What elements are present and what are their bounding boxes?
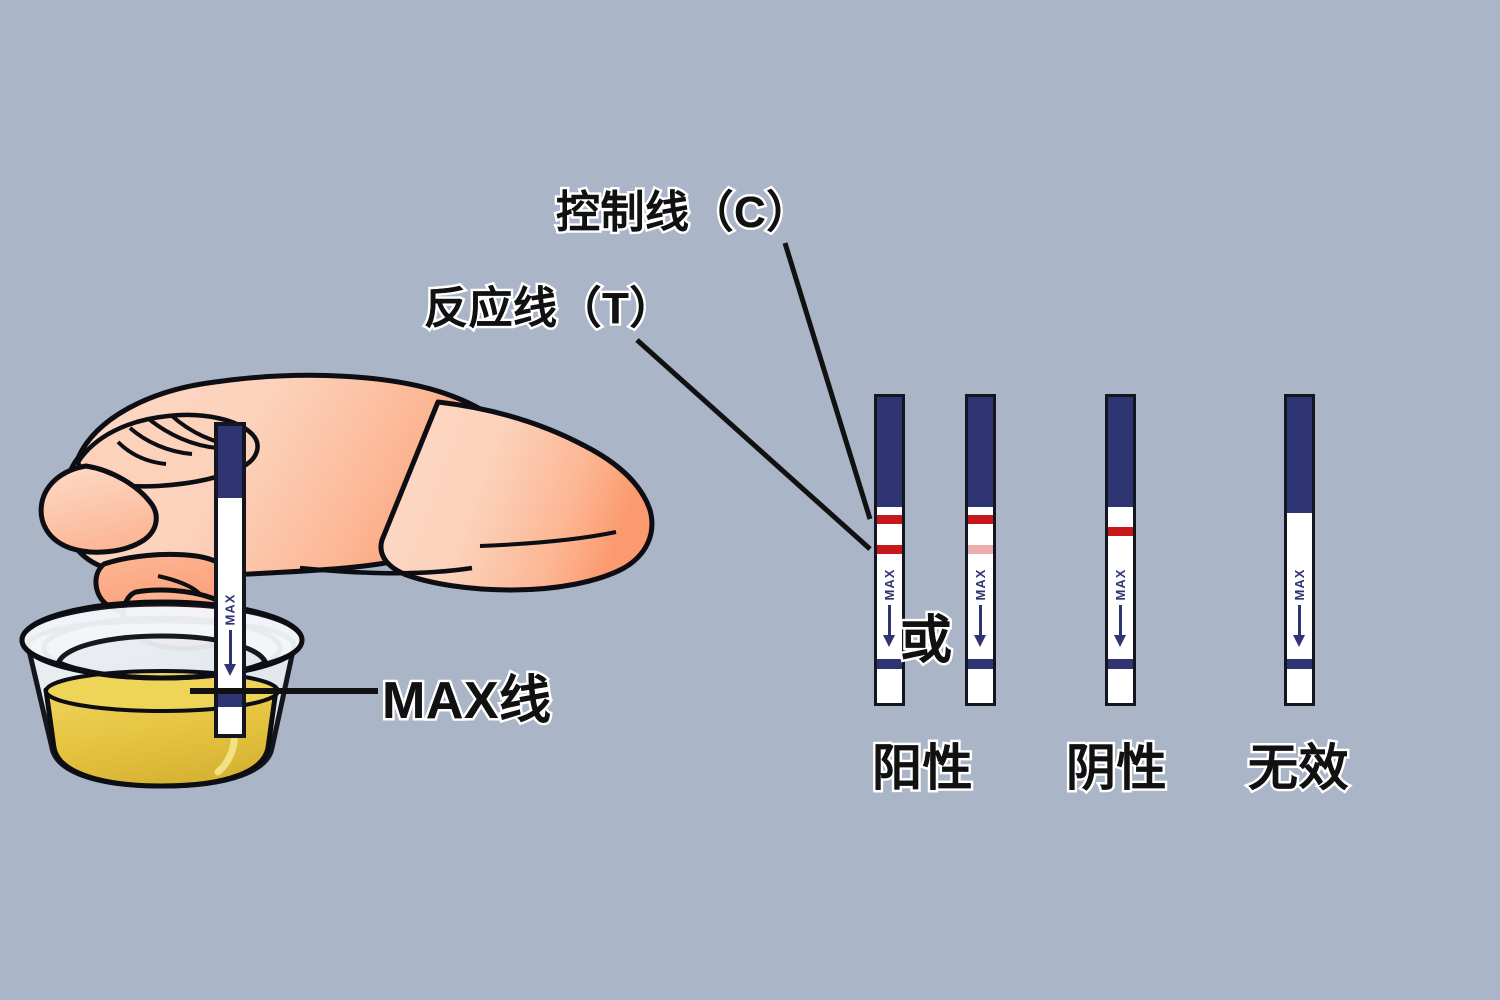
strip-max-label: MAX <box>1292 568 1307 601</box>
control-line-label-fill: 控制线（C） <box>556 188 811 237</box>
result-strip-invalid: MAX <box>1284 394 1315 706</box>
arrow-down-icon-head <box>1293 635 1305 647</box>
held-test-strip: MAX <box>214 422 246 738</box>
control-line-leader-icon <box>782 242 873 520</box>
arrow-down-icon-head <box>974 635 986 647</box>
result-label-invalid-fill: 无效 <box>1248 740 1349 796</box>
control-line-band-strong <box>877 515 902 524</box>
max-line-label-fill: MAX线 <box>382 672 552 730</box>
result-label-negative-fill: 阴性 <box>1066 740 1167 796</box>
max-line-label: MAX线 <box>380 670 554 733</box>
test-line-label: 反应线（T） <box>422 282 676 336</box>
strip-absorbent-cap <box>877 397 902 507</box>
control-line-band-strong <box>968 515 993 524</box>
strip-absorbent-cap <box>1108 397 1133 507</box>
result-strip-negative: MAX <box>1105 394 1136 706</box>
result-strip-positive-b: MAX <box>965 394 996 706</box>
arrow-down-icon-head <box>883 635 895 647</box>
arrow-down-icon <box>979 605 982 639</box>
arrow-down-icon-head <box>1114 635 1126 647</box>
dip-illustration: MAX <box>0 350 660 820</box>
arrow-down-icon <box>1298 605 1301 639</box>
test-line-band-faint <box>968 545 993 554</box>
test-line-band-strong <box>877 545 902 554</box>
result-label-negative: 阴性 <box>1064 738 1170 799</box>
strip-max-band <box>968 659 993 669</box>
strip-max-label: MAX <box>973 568 988 601</box>
arrow-down-icon <box>229 630 232 668</box>
control-line-label: 控制线（C） <box>554 186 813 240</box>
strip-max-band <box>1287 659 1312 669</box>
strip-absorbent-cap <box>218 426 242 498</box>
strip-max-band <box>1108 659 1133 669</box>
hand-shape <box>38 372 655 652</box>
hand-cup-drawing <box>19 372 655 789</box>
strip-max-band <box>877 659 902 669</box>
strip-absorbent-cap <box>968 397 993 507</box>
test-line-leader-icon <box>635 338 872 551</box>
strip-absorbent-cap <box>1287 397 1312 513</box>
test-line-label-fill: 反应线（T） <box>424 284 674 333</box>
strip-max-label: MAX <box>1113 568 1128 601</box>
arrow-down-icon <box>888 605 891 639</box>
strip-max-label: MAX <box>882 568 897 601</box>
result-label-positive-fill: 阳性 <box>872 740 973 796</box>
arrow-down-icon-head <box>224 664 236 676</box>
or-connector-label-fill: 或 <box>900 612 953 670</box>
control-line-band-strong <box>1108 527 1133 536</box>
result-strip-positive-a: MAX <box>874 394 905 706</box>
result-label-invalid: 无效 <box>1246 738 1352 799</box>
strip-max-band <box>218 694 242 707</box>
or-connector-label: 或 <box>898 610 955 673</box>
arrow-down-icon <box>1119 605 1122 639</box>
result-label-positive: 阳性 <box>870 738 976 799</box>
